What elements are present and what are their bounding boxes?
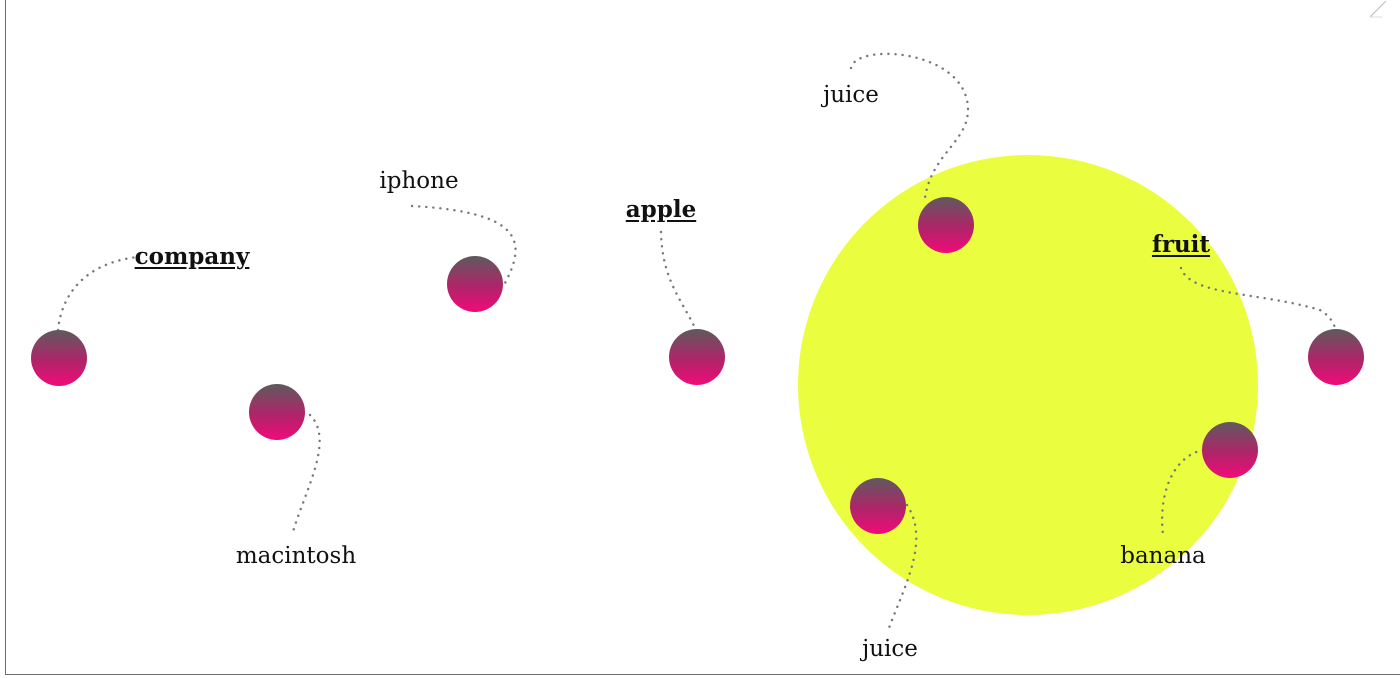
canvas-frame bbox=[5, 0, 1400, 675]
label-banana: banana bbox=[1120, 543, 1206, 569]
label-iphone: iphone bbox=[379, 168, 459, 194]
label-juice-top: juice bbox=[823, 82, 879, 108]
connector-apple bbox=[659, 230, 698, 332]
connector-macintosh bbox=[290, 413, 321, 537]
connector-company bbox=[56, 255, 140, 332]
node-iphone[interactable] bbox=[447, 256, 503, 312]
label-apple[interactable]: apple bbox=[625, 196, 697, 223]
connector-iphone bbox=[410, 204, 517, 285]
label-fruit[interactable]: fruit bbox=[1151, 231, 1211, 258]
label-juice-bottom: juice bbox=[862, 636, 918, 662]
label-company[interactable]: company bbox=[134, 243, 250, 270]
node-fruit[interactable] bbox=[1308, 329, 1364, 385]
node-macintosh[interactable] bbox=[249, 384, 305, 440]
connector-juice-top bbox=[849, 52, 970, 200]
node-juice-bottom[interactable] bbox=[850, 478, 906, 534]
connector-banana bbox=[1160, 448, 1205, 537]
label-macintosh: macintosh bbox=[235, 543, 357, 569]
connector-juice-bottom bbox=[887, 503, 918, 630]
node-banana[interactable] bbox=[1202, 422, 1258, 478]
node-juice-top[interactable] bbox=[918, 197, 974, 253]
corner-fold-icon bbox=[1369, 0, 1387, 18]
fruit-group-circle bbox=[798, 155, 1258, 615]
node-apple[interactable] bbox=[669, 329, 725, 385]
node-company[interactable] bbox=[31, 330, 87, 386]
connector-fruit bbox=[1179, 266, 1338, 332]
